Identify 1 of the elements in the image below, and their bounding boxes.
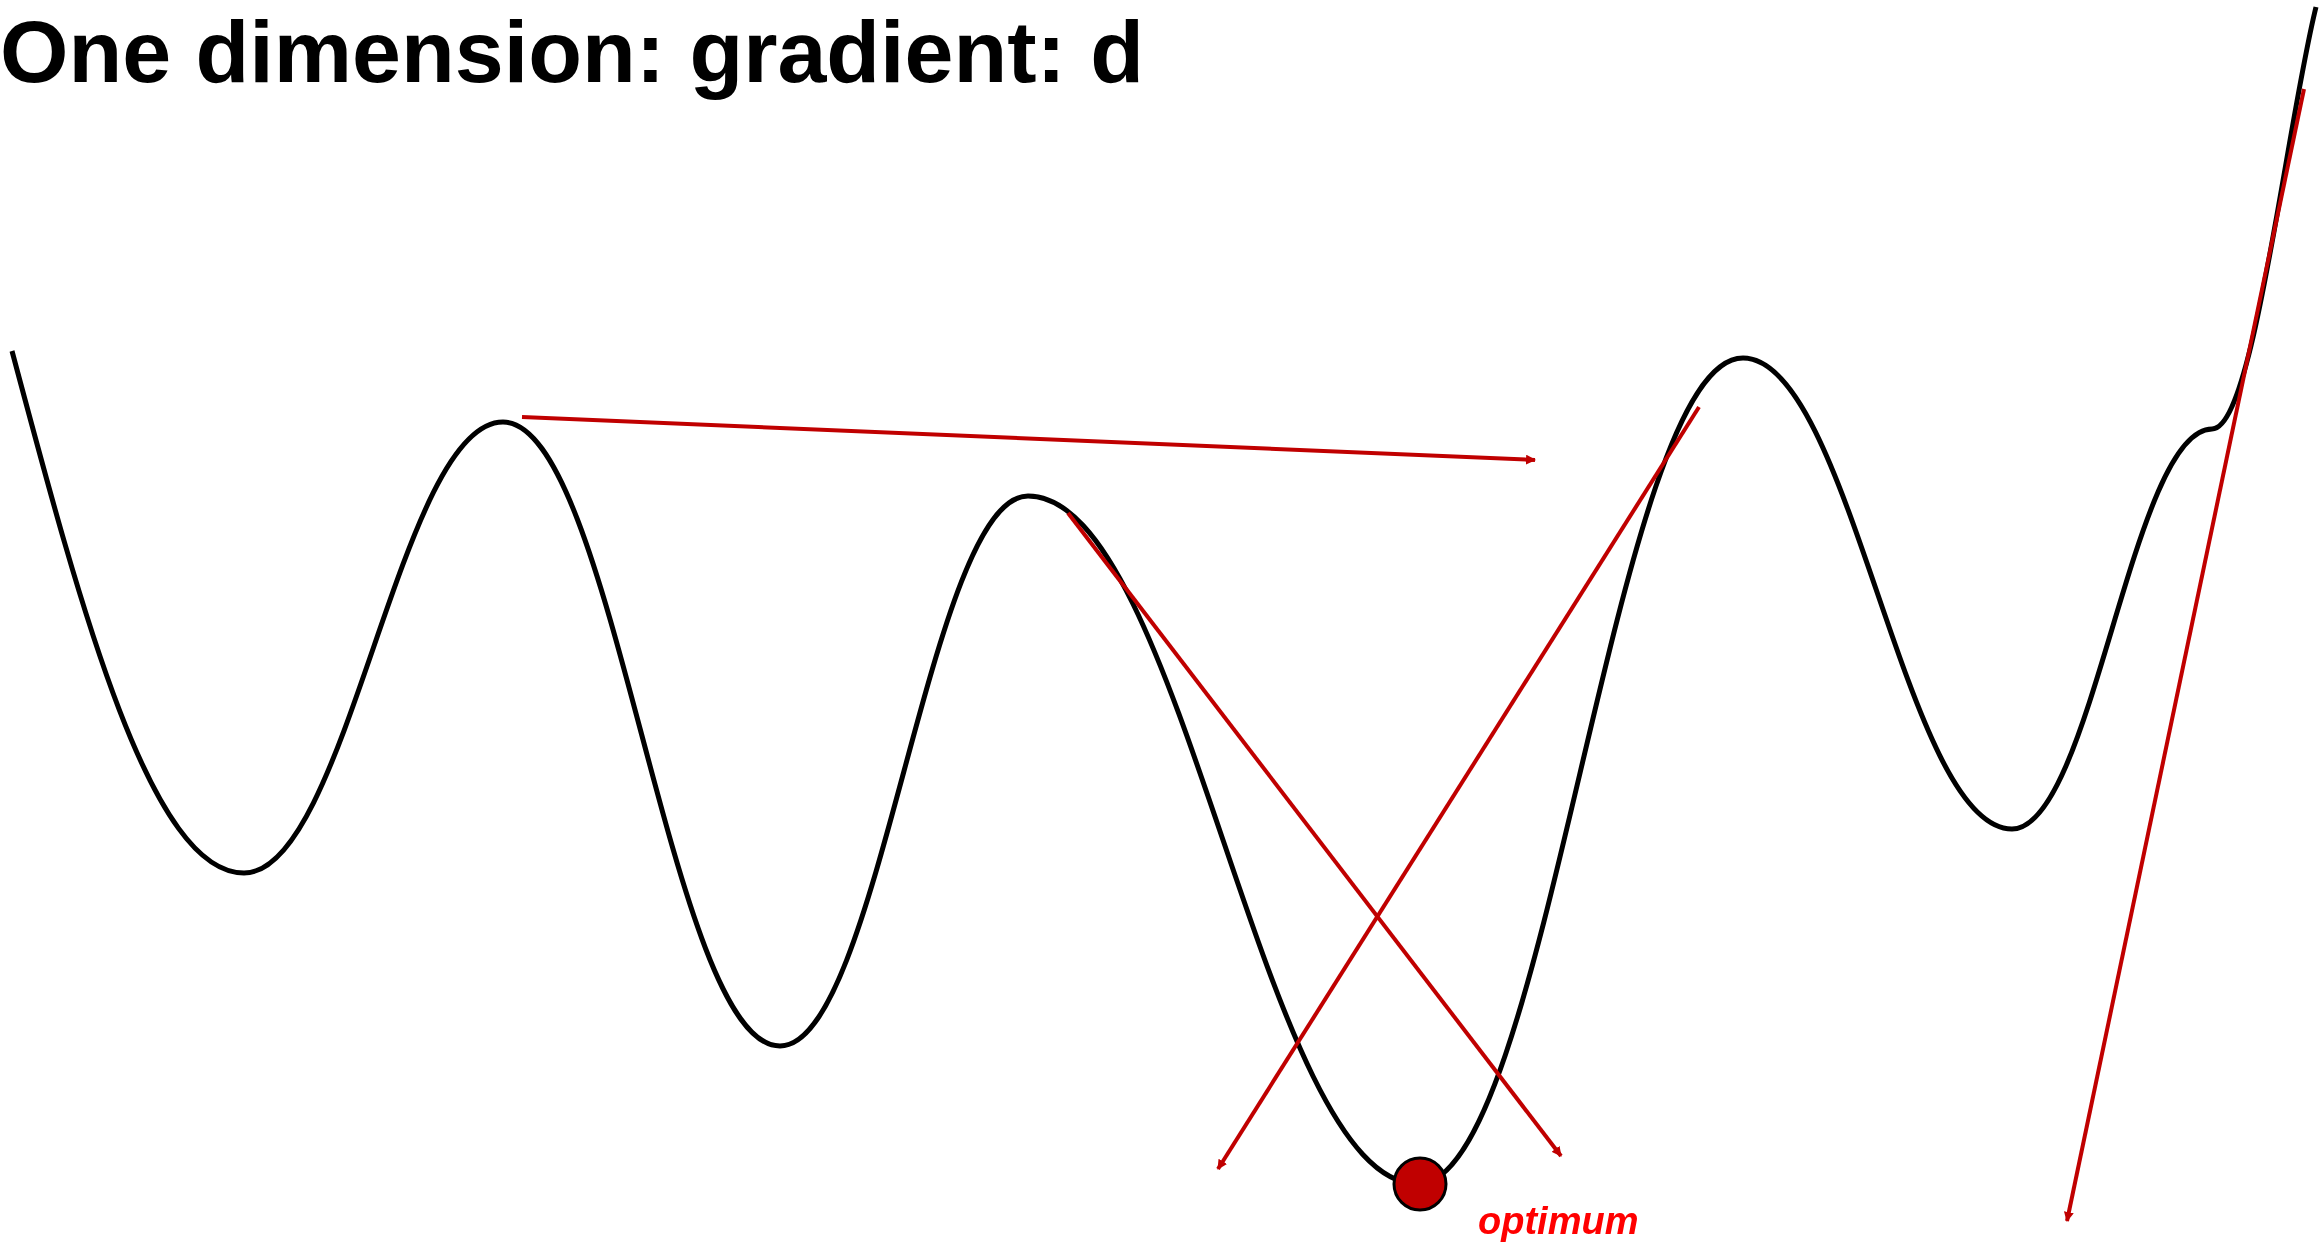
optimum-label: optimum: [1478, 1202, 1639, 1240]
